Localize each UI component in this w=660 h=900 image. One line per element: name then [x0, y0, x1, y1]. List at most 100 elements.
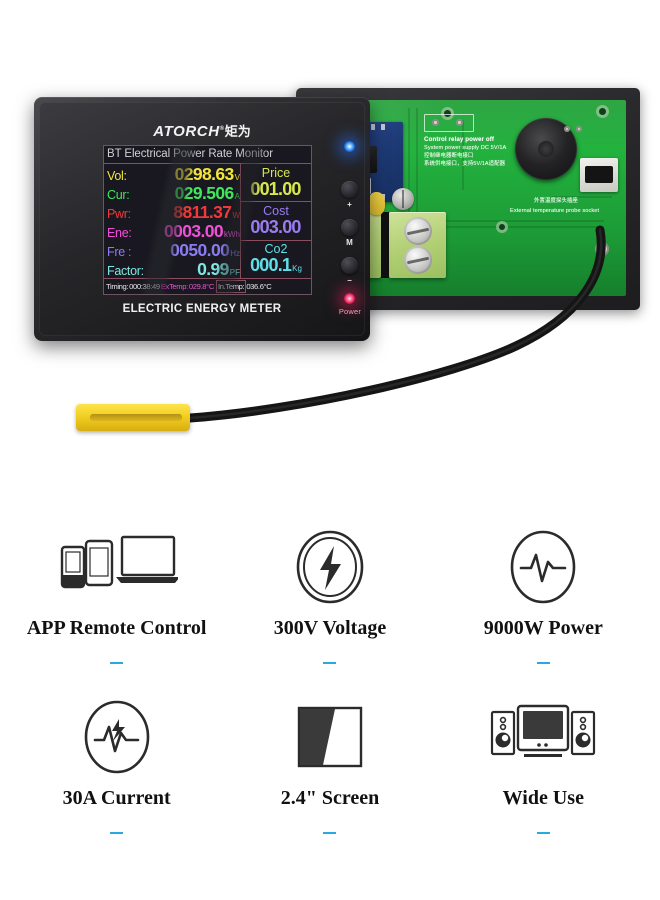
power-led [344, 293, 355, 304]
product-photo: Control relay power off System power sup… [0, 0, 660, 500]
reading-unit: V [234, 173, 240, 182]
devices-icon [56, 523, 178, 611]
reading-label: Vol: [107, 169, 127, 183]
panel-cost: Cost 003.00 [241, 202, 311, 241]
lcd-status-bar: Timing: 000:38:49 ExTemp: 029.8°C In.Tem… [104, 278, 311, 294]
reading-unit: A [234, 192, 240, 201]
feature-label: Wide Use [502, 787, 584, 809]
minus-button-label: − [347, 276, 352, 285]
pcb-silk-2: 控制继电器断电接口 [424, 153, 474, 159]
probe-cable [185, 225, 606, 423]
capacitor [392, 188, 414, 210]
pcb-silk-4: 外置温度探头插座 [534, 198, 578, 204]
reading-energy: Ene: 0003.00 kWh [104, 221, 240, 240]
feature-label: APP Remote Control [26, 617, 207, 639]
waveform-circle-icon [507, 523, 579, 611]
terminal-screw [403, 246, 432, 274]
plus-button[interactable] [341, 181, 358, 198]
reading-value: 029.506 [174, 183, 235, 202]
reading-voltage: Vol: 0298.63 V [104, 164, 240, 183]
feature-300v-voltage: 300V Voltage [223, 523, 436, 693]
meter-front-unit: ATORCH®矩为 BT Electrical Power Rate Monit… [34, 97, 370, 341]
feature-label: 300V Voltage [273, 617, 387, 639]
panel-price: Price 001.00 [241, 164, 311, 203]
pcb-silk-3: 系统供电接口，支持5V/1A适配器 [424, 161, 506, 167]
bolt-circle-icon [294, 523, 366, 611]
reading-label: Ene: [107, 226, 132, 240]
lcd-title: BT Electrical Power Rate Monitor [107, 148, 273, 160]
plus-button-label: + [347, 200, 352, 209]
pcb-silk-1: System power supply DC 5V/1A [424, 145, 507, 151]
reading-unit: W [232, 211, 240, 220]
reading-power-factor: Factor: 0.99 PF [104, 259, 240, 278]
terminal-block-right [389, 212, 446, 278]
panel-value: 001.00 [250, 178, 301, 199]
feature-dash [323, 662, 337, 664]
panel-co2: Co2 000.1 Kg [241, 241, 311, 278]
features-row-2: 30A Current 2.4" Screen [10, 693, 650, 863]
temperature-probe-socket [580, 158, 618, 192]
brand-name: ATORCH [153, 123, 220, 140]
lcd-screen: BT Electrical Power Rate Monitor Vol: 02… [103, 145, 312, 295]
timing-value: 000:38:49 [129, 282, 160, 291]
waveform-bolt-icon [81, 693, 153, 781]
minus-button[interactable] [341, 257, 358, 274]
panel-value: 000.1 [250, 255, 292, 276]
desktop-speakers-icon [488, 693, 598, 781]
pcb-silk-5: External temperature probe socket [510, 208, 600, 214]
screen-split-icon [297, 693, 363, 781]
feature-30a-current: 30A Current [10, 693, 223, 863]
meter-caption: ELECTRIC ENERGY METER [122, 303, 282, 315]
timing-label: Timing: [106, 282, 129, 291]
reading-label: Cur: [107, 188, 130, 202]
lcd-measurement-column: Vol: 0298.63 V Cur: 029.506 A Pwr: 8811.… [104, 163, 241, 278]
bluetooth-led [344, 141, 355, 152]
reading-label: Factor: [107, 264, 144, 278]
menu-button-label: M [346, 238, 353, 247]
lcd-body: Vol: 0298.63 V Cur: 029.506 A Pwr: 8811.… [104, 163, 311, 278]
reading-unit: kWh [224, 230, 240, 239]
feature-9000w-power: 9000W Power [437, 523, 650, 693]
panel-unit: Kg [292, 264, 302, 274]
reading-value: 0050.00 [170, 240, 230, 259]
feature-dash [536, 832, 550, 834]
panel-value: 003.00 [250, 217, 301, 238]
intemp-label: In.Temp: [215, 280, 247, 293]
terminal-screw [403, 217, 432, 245]
film-capacitor [368, 192, 385, 215]
reading-value: 8811.37 [173, 202, 232, 221]
reading-value: 0003.00 [163, 221, 224, 240]
menu-button[interactable] [341, 219, 358, 236]
reading-power: Pwr: 8811.37 W [104, 202, 240, 221]
panel-label: Price [261, 165, 291, 180]
reading-frequency: Fre : 0050.00 Hz [104, 240, 240, 259]
feature-wide-use: Wide Use [437, 693, 650, 863]
temperature-probe-tip [76, 404, 190, 431]
brand-logo: ATORCH®矩为 [34, 121, 370, 140]
features-row-1: APP Remote Control 300V Voltage 9 [10, 523, 650, 693]
feature-screen-size: 2.4" Screen [223, 693, 436, 863]
pcb-silk-0: Control relay power off [424, 136, 495, 143]
intemp-value: 036.6°C [246, 282, 272, 291]
power-led-label: Power [338, 307, 362, 316]
extemp-value: 029.8°C [188, 282, 214, 291]
feature-label: 9000W Power [483, 617, 603, 639]
features-section: APP Remote Control 300V Voltage 9 [0, 505, 660, 900]
feature-dash [536, 662, 550, 664]
reading-unit: Hz [230, 249, 240, 258]
reading-label: Fre : [107, 245, 132, 259]
lcd-panel-column: Price 001.00 Cost 003.00 [241, 163, 311, 278]
registered-mark: ® [219, 126, 225, 132]
reading-current: Cur: 029.506 A [104, 183, 240, 202]
buzzer [515, 118, 577, 180]
reading-label: Pwr: [107, 207, 131, 221]
reading-value: 0298.63 [174, 164, 235, 183]
brand-name-cn: 矩为 [224, 124, 251, 139]
feature-label: 30A Current [62, 787, 171, 809]
feature-app-remote-control: APP Remote Control [10, 523, 223, 693]
feature-dash [323, 832, 337, 834]
reading-unit: PF [229, 268, 240, 277]
feature-dash [110, 662, 124, 664]
reading-value: 0.99 [197, 259, 229, 278]
feature-dash [110, 832, 124, 834]
